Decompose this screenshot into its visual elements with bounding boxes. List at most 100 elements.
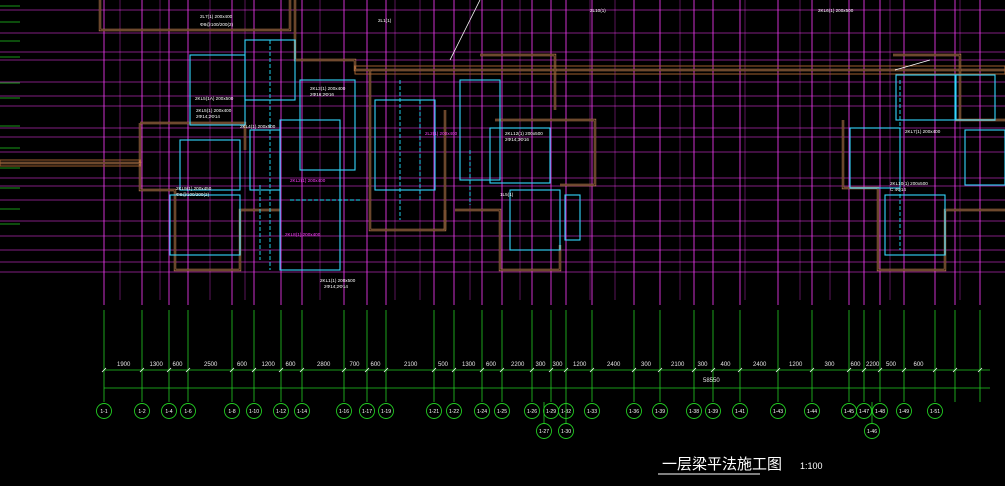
- dimension-value: 300: [698, 362, 709, 368]
- dimension-tick: [383, 367, 389, 373]
- axis-bubble: [494, 403, 510, 419]
- beam-outline: [179, 139, 241, 191]
- axis-bubble: [864, 423, 880, 439]
- axis-bubble: [652, 403, 668, 419]
- dimension-tick: [932, 367, 938, 373]
- total-dimension: 58550: [703, 378, 720, 384]
- dimension-value: 2100: [404, 362, 418, 368]
- dimension-tick: [499, 367, 505, 373]
- dimension-value: 500: [438, 362, 449, 368]
- dimension-value: 700: [350, 362, 361, 368]
- wall-segment: [893, 53, 962, 120]
- axis-label: 1-49: [899, 409, 909, 415]
- dimension-tick: [952, 367, 958, 373]
- dimension-tick: [877, 367, 883, 373]
- axis-label: 1-44: [807, 409, 817, 415]
- dimension-value: 2400: [607, 362, 621, 368]
- dimension-tick: [846, 367, 852, 373]
- dimension-tick: [101, 367, 107, 373]
- dimension-tick: [775, 367, 781, 373]
- beam-label: 2KL1(1) 200x500: [320, 278, 356, 283]
- axis-label: 1-1: [100, 409, 107, 415]
- beam-reinforcement-note: 2Φ14;3Φ16: [505, 137, 529, 142]
- axis-bubble: [856, 403, 872, 419]
- axis-label: 1-4: [165, 409, 172, 415]
- dimension-tick: [737, 367, 743, 373]
- beam-outline: [279, 119, 341, 271]
- axis-label: 1-43: [773, 409, 783, 415]
- dimension-value: 300: [641, 362, 652, 368]
- dimension-value: 2500: [204, 362, 218, 368]
- axis-label: 1-24: [477, 409, 487, 415]
- axis-label: 1-19: [381, 409, 391, 415]
- dimension-value: 1200: [573, 362, 587, 368]
- dimension-value: 300: [825, 362, 836, 368]
- beam-outline: [299, 79, 356, 171]
- axis-label: 1-30: [561, 429, 571, 435]
- wall-core: [99, 0, 291, 31]
- beam-outline: [509, 189, 561, 251]
- axis-bubble: [804, 403, 820, 419]
- axis-label: 1-48: [875, 409, 885, 415]
- beam-label: 2L10(1): [590, 8, 606, 13]
- beam-reinforcement-note: Φ8@100/200(2): [200, 22, 234, 27]
- beam-label: 2KL8(1) 200x400: [285, 232, 321, 237]
- axis-bubble: [134, 403, 150, 419]
- beam-reinforcement-note: Φ8@100/200(2): [176, 192, 210, 197]
- dimension-tick: [451, 367, 457, 373]
- beam-label: 2KL7(1) 200x400: [905, 129, 941, 134]
- dimension-value: 2800: [317, 362, 331, 368]
- wall-outlines: [0, 0, 1005, 272]
- dimension-tick: [631, 367, 637, 373]
- leader-line: [449, 0, 481, 61]
- dimension-tick: [691, 367, 697, 373]
- dimension-value: 600: [371, 362, 382, 368]
- beam-label: 2KL10(1) 200x500: [890, 181, 928, 186]
- dimension-value: 1200: [789, 362, 803, 368]
- dimension-value: 500: [886, 362, 897, 368]
- dimension-tick: [657, 367, 663, 373]
- beam-outline: [374, 99, 436, 191]
- title-block: 一层梁平法施工图 1:100 58550: [658, 378, 823, 475]
- axis-label: 1-45: [844, 409, 854, 415]
- dimension-tick: [563, 367, 569, 373]
- dimension-tick: [139, 367, 145, 373]
- beam-outline: [895, 74, 957, 121]
- dimension-value: 600: [914, 362, 925, 368]
- dimension-tick: [166, 367, 172, 373]
- axis-label: 1-12: [276, 409, 286, 415]
- axis-bubble: [378, 403, 394, 419]
- beam-label: 2L1(1): [378, 18, 392, 23]
- axis-bubble: [536, 423, 552, 439]
- beam-label: 2KL5(1) 200x400: [196, 108, 232, 113]
- dimension-tick: [251, 367, 257, 373]
- wall-core: [294, 0, 1005, 71]
- dimension-value: 600: [286, 362, 297, 368]
- axis-bubble: [927, 403, 943, 419]
- dimension-value: 2200: [511, 362, 525, 368]
- axis-grid: [0, 0, 1005, 305]
- wall-band: [354, 65, 1005, 75]
- axis-label: 1-38: [689, 409, 699, 415]
- axis-label: 1-51: [930, 409, 940, 415]
- wall-segment: [480, 53, 557, 110]
- axis-label: 1-17: [362, 409, 372, 415]
- axis-bubble: [446, 403, 462, 419]
- wall-core: [495, 119, 596, 186]
- dimension-value: 600: [237, 362, 248, 368]
- dimension-tick: [431, 367, 437, 373]
- axis-bubble: [336, 403, 352, 419]
- axis-bubble: [224, 403, 240, 419]
- dimension-value: 300: [536, 362, 547, 368]
- axis-label: 1-47: [859, 409, 869, 415]
- dimension-value: 300: [553, 362, 564, 368]
- wall-segment: [98, 0, 292, 32]
- beam-outline: [564, 194, 581, 241]
- dimension-value: 600: [851, 362, 862, 368]
- axis-bubble: [732, 403, 748, 419]
- axis-bubble: [474, 403, 490, 419]
- axis-label: 1-36: [629, 409, 639, 415]
- leader-line: [894, 59, 931, 71]
